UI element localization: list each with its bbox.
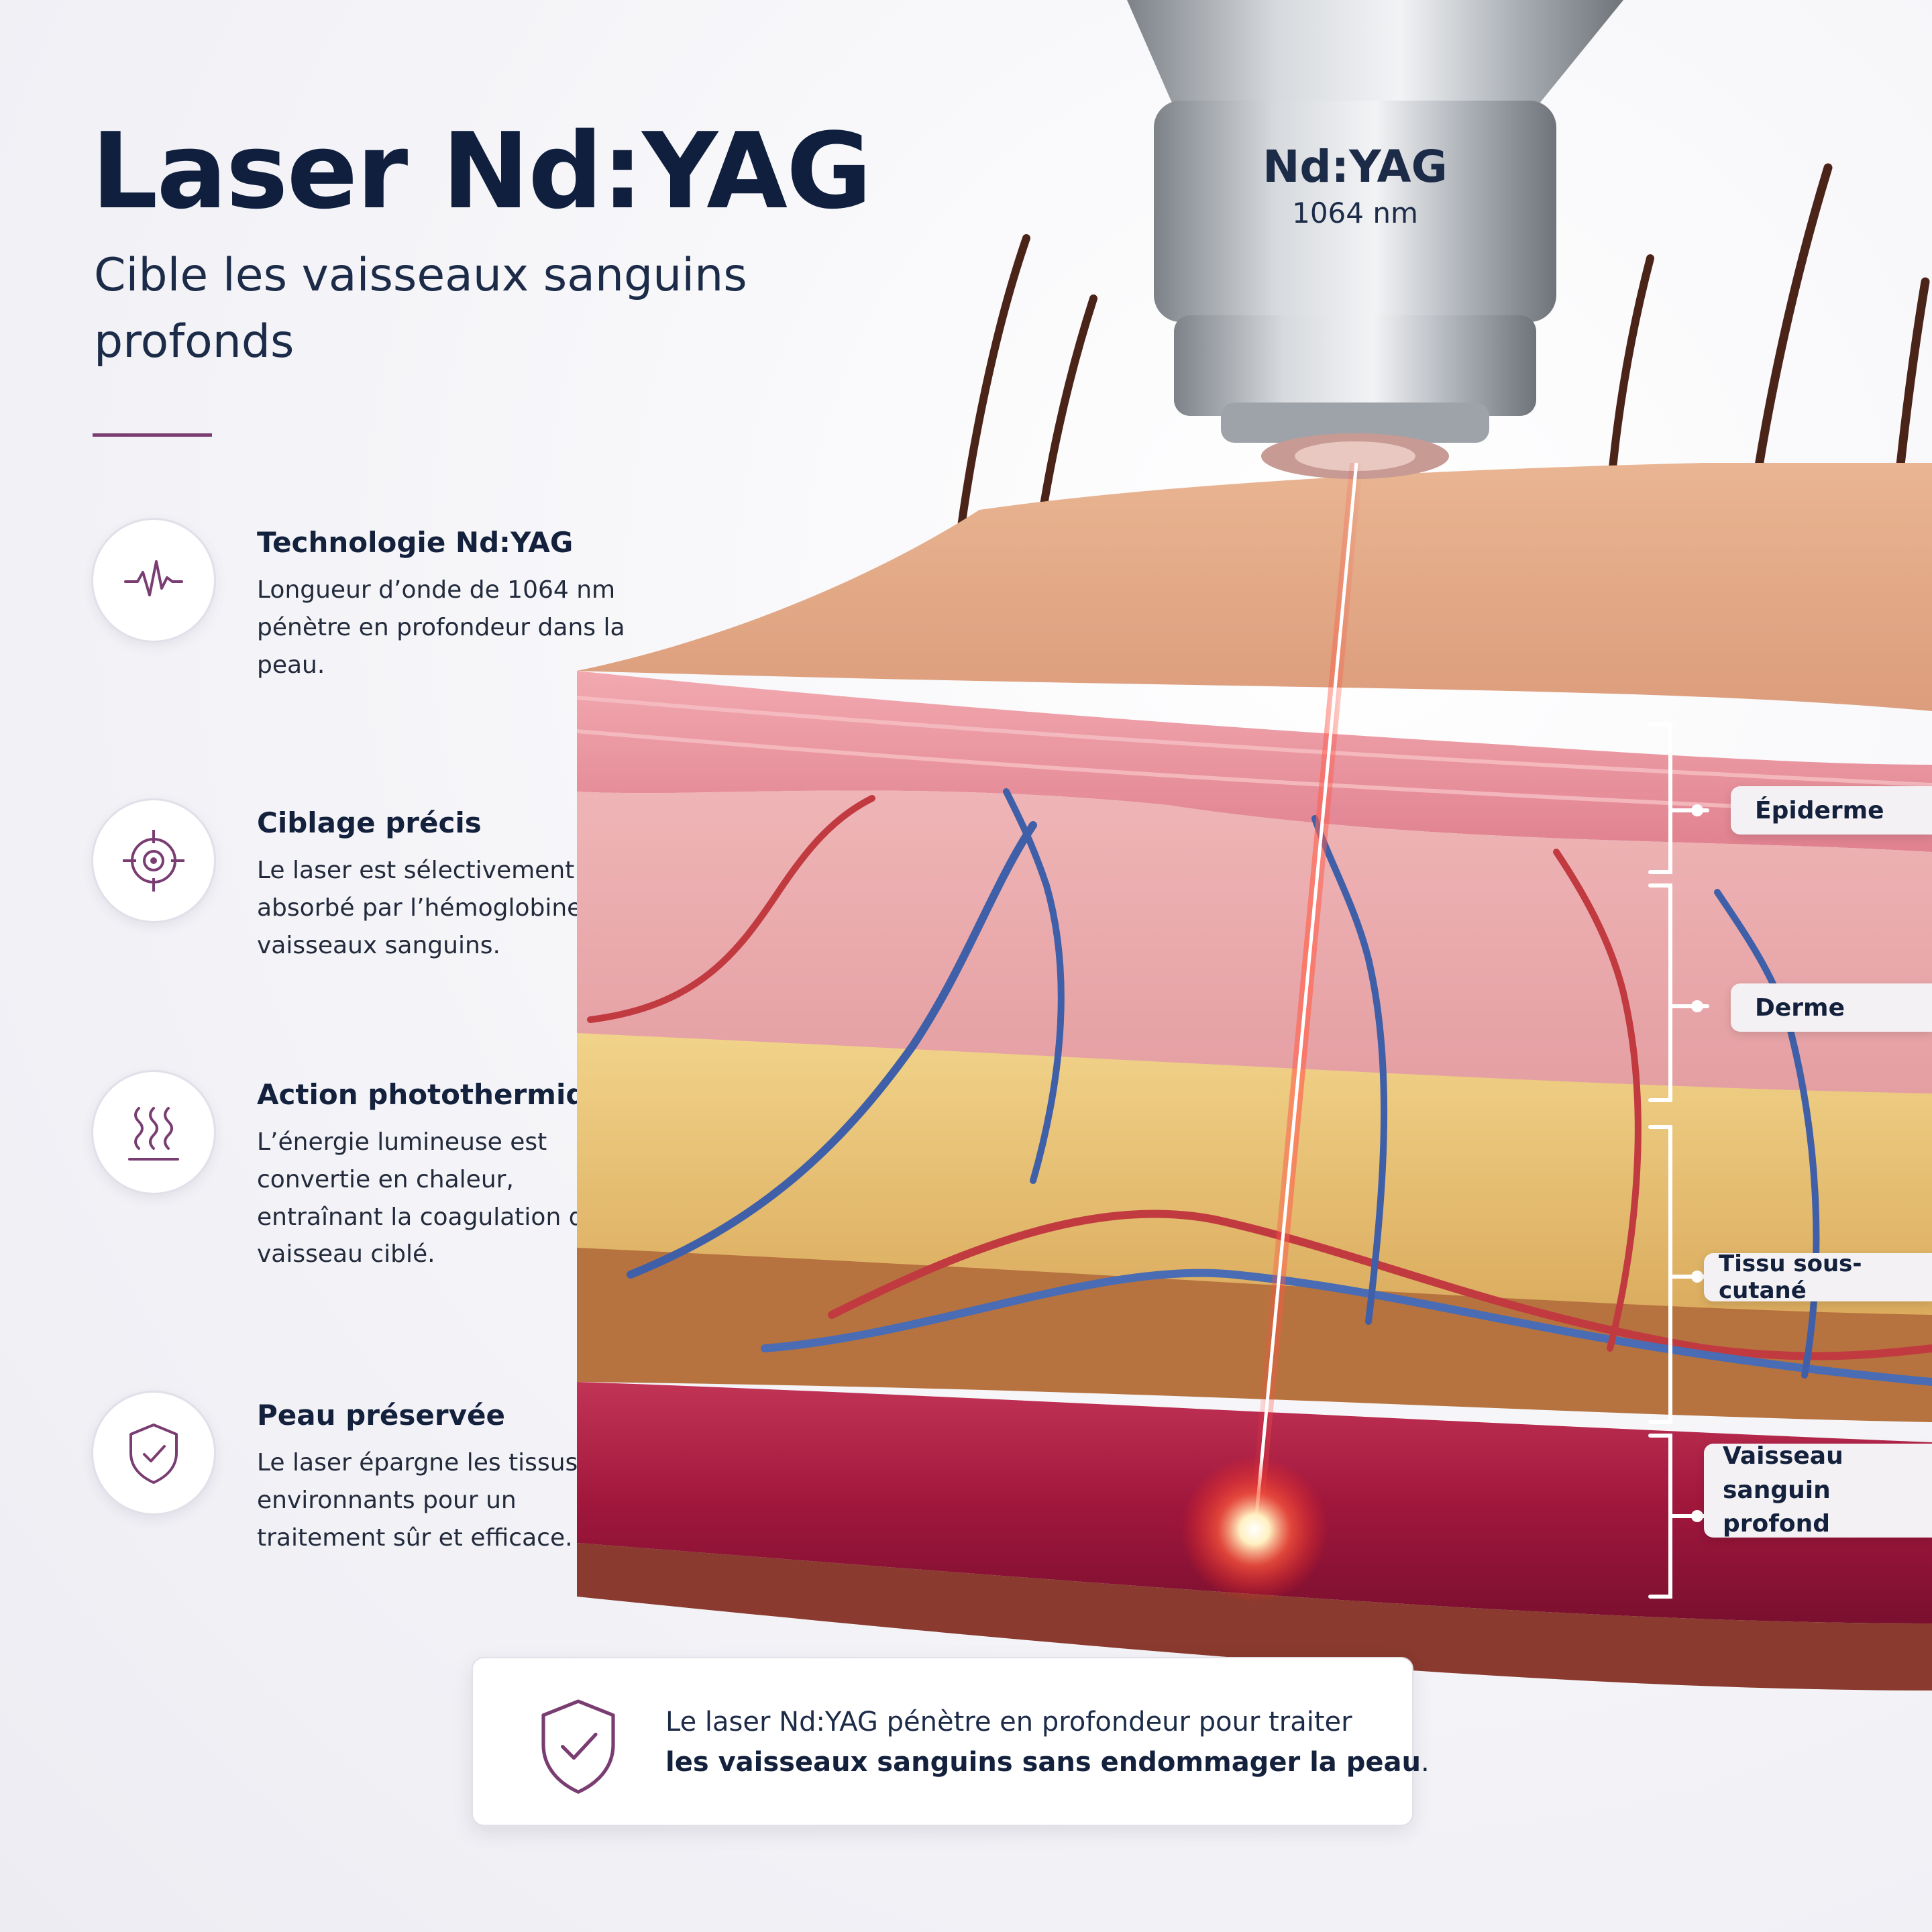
- feature-title: Peau préservée: [257, 1399, 505, 1432]
- feature-description: Le laser est sélectivement absorbé par l…: [257, 857, 633, 959]
- feature-icon-circle: [91, 798, 216, 923]
- summary-banner: Le laser Nd:YAG pénètre en profondeur po…: [472, 1657, 1430, 1826]
- skin-cross-section-illustration: Nd:YAG 1064 nm Épiderme Derme Tissu sous…: [564, 0, 1932, 1744]
- layer-label-subcutaneous: Tissu sous-cutané: [1704, 1250, 1932, 1304]
- banner-line-1: Le laser Nd:YAG pénètre en profondeur po…: [665, 1707, 1352, 1737]
- feature-title: Action photothermique: [257, 1078, 625, 1111]
- shield-check-icon: [129, 1424, 178, 1484]
- feature-icon-circle: [91, 518, 216, 643]
- feature-icon-circle: [91, 1391, 216, 1515]
- title-divider: [93, 433, 212, 437]
- feature-title: Technologie Nd:YAG: [257, 526, 574, 559]
- shield-check-icon: [541, 1699, 615, 1794]
- layer-label-deep-vessel: Vaisseau sanguin profond: [1704, 1442, 1932, 1538]
- page-title: Laser Nd:YAG: [91, 110, 872, 232]
- waveform-icon: [124, 560, 183, 596]
- page-subtitle: Cible les vaisseaux sanguins profonds: [94, 249, 747, 368]
- feature-description: L’énergie lumineuse est convertie en cha…: [257, 1128, 600, 1269]
- crosshair-target-icon: [123, 830, 184, 892]
- feature-icon-circle: [91, 1070, 216, 1195]
- feature-description: Longueur d’onde de 1064 nm pénètre en pr…: [257, 576, 625, 679]
- heat-waves-icon: [128, 1107, 179, 1161]
- skin-layers-drawing: [576, 0, 1932, 1690]
- layer-label-dermis: Derme: [1731, 983, 1932, 1032]
- feature-description: Le laser épargne les tissus environnants…: [257, 1449, 578, 1552]
- device-label: Nd:YAG 1064 nm: [1154, 141, 1556, 229]
- device-name: Nd:YAG: [1263, 141, 1448, 193]
- feature-title: Ciblage précis: [257, 806, 482, 839]
- banner-line-2: les vaisseaux sanguins sans endommager l…: [665, 1747, 1430, 1778]
- device-wavelength: 1064 nm: [1292, 197, 1418, 229]
- banner-emphasis: les vaisseaux sanguins sans endommager l…: [665, 1747, 1421, 1778]
- layer-label-epidermis: Épiderme: [1731, 786, 1932, 835]
- banner-period: .: [1420, 1747, 1430, 1778]
